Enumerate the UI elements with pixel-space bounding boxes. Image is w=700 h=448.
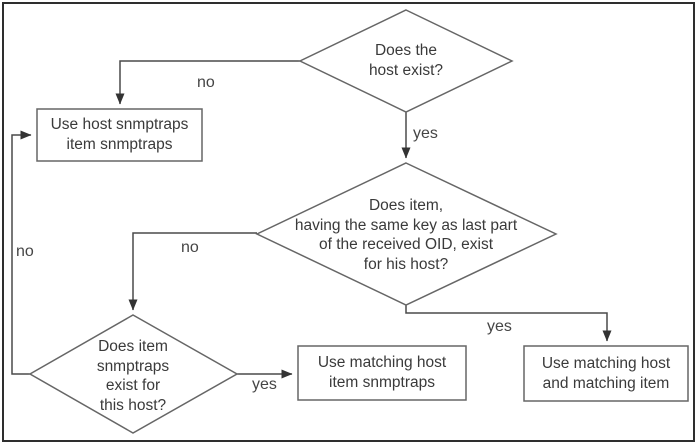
decision-item-snmptraps-exists-shape [28,314,239,434]
diagram-frame-border [2,2,695,442]
edge-host-exists-no-path [115,60,300,105]
edge-item-key-no-path [128,232,257,311]
process-use-matching-host-item-snmptraps-shape [297,345,467,401]
process-use-host-snmptraps-shape [36,108,203,162]
decision-does-host-exist-shape [298,9,514,113]
process-use-matching-host-and-item-shape [523,345,689,402]
decision-item-key-matches-shape [255,162,558,306]
edge-item-snmptraps-no-feedback-path [11,130,32,375]
edge-item-key-yes-path [405,305,612,342]
